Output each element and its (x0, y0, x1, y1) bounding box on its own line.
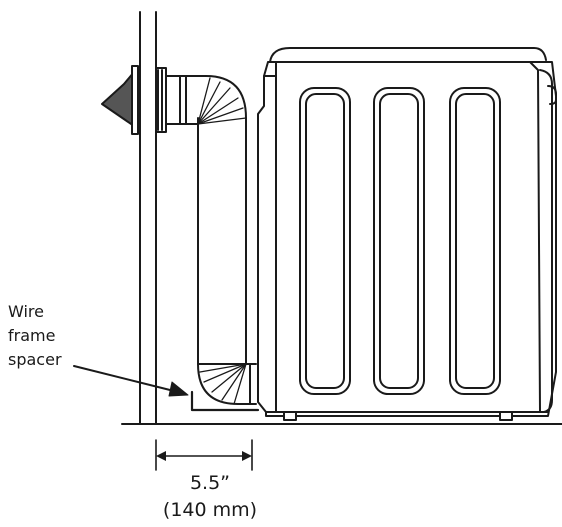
callout-arrow (73, 365, 189, 397)
wall (139, 11, 157, 425)
wire-frame-spacer (190, 390, 260, 412)
callout-line-3: spacer (8, 350, 62, 369)
callout-line-2: frame (8, 326, 56, 345)
dryer (257, 47, 557, 421)
dimension-marker (155, 439, 253, 471)
exhaust-duct (165, 75, 257, 405)
callout-line-1: Wire (8, 302, 44, 321)
dimension-label: 5.5” (140 mm) (140, 470, 280, 524)
dimension-metric: (140 mm) (162, 499, 258, 521)
dimension-imperial: 5.5” (189, 472, 231, 494)
wire-frame-spacer-label: Wire frame spacer (8, 300, 62, 372)
exhaust-hood (101, 65, 139, 135)
duct-wall-flange (155, 67, 167, 133)
